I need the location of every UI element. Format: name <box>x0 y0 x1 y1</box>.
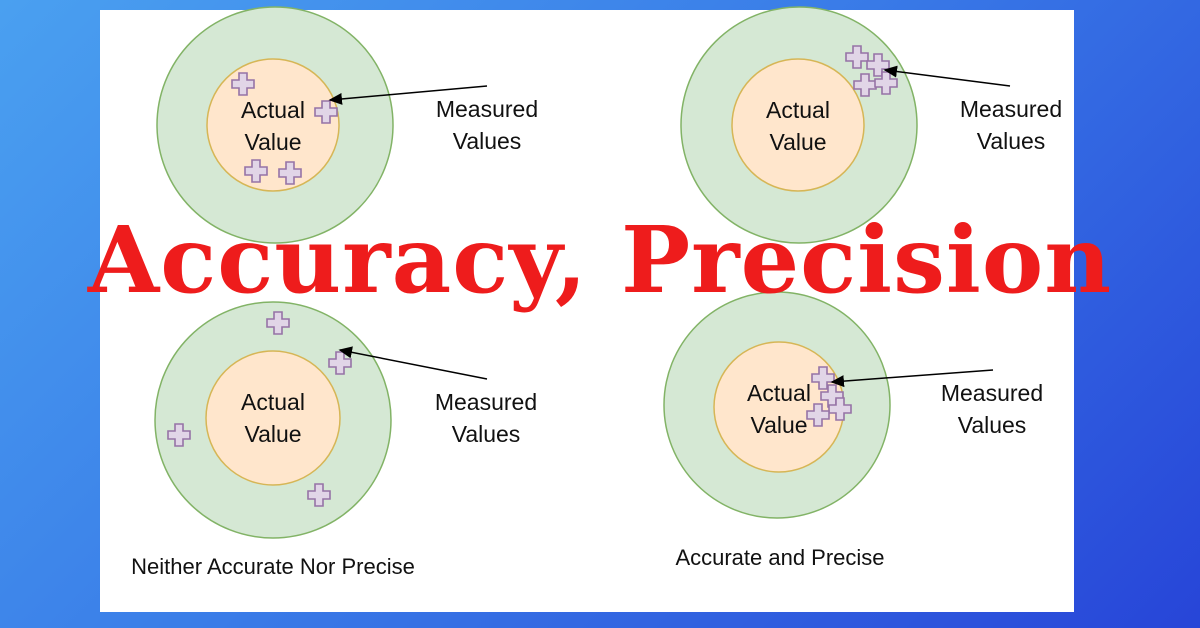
caption-accurate-precise: Accurate and Precise <box>675 545 884 570</box>
value-label: Value <box>750 412 807 438</box>
actual-label: Actual <box>241 97 305 123</box>
value-label: Value <box>769 129 826 155</box>
pointer-arrow <box>883 65 1011 87</box>
value-label: Value <box>244 421 301 447</box>
target-top-right: Actual Value Measured Values <box>680 6 1062 244</box>
pointer-arrow <box>328 85 488 105</box>
target-bottom-left: Actual Value Measured Values Neither Acc… <box>131 301 537 579</box>
values-label: Values <box>977 128 1046 154</box>
actual-label: Actual <box>241 389 305 415</box>
actual-label: Actual <box>747 380 811 406</box>
values-label: Values <box>453 128 522 154</box>
value-label: Value <box>244 129 301 155</box>
pointer-arrow <box>338 346 488 380</box>
actual-value-circle <box>713 341 845 473</box>
actual-value-circle <box>205 350 341 486</box>
caption-neither: Neither Accurate Nor Precise <box>131 554 415 579</box>
values-label: Values <box>452 421 521 447</box>
actual-value-circle <box>731 58 865 192</box>
measured-label: Measured <box>960 96 1062 122</box>
values-label: Values <box>958 412 1027 438</box>
measured-label: Measured <box>436 96 538 122</box>
target-top-left: Actual Value Measured Values <box>156 6 538 244</box>
actual-value-circle <box>206 58 340 192</box>
target-bottom-right: Actual Value Measured Values Accurate an… <box>663 291 1043 570</box>
pointer-arrow <box>830 369 994 388</box>
page-title: Accuracy, Precision <box>87 206 1113 314</box>
measured-label: Measured <box>435 389 537 415</box>
measured-label: Measured <box>941 380 1043 406</box>
actual-label: Actual <box>766 97 830 123</box>
